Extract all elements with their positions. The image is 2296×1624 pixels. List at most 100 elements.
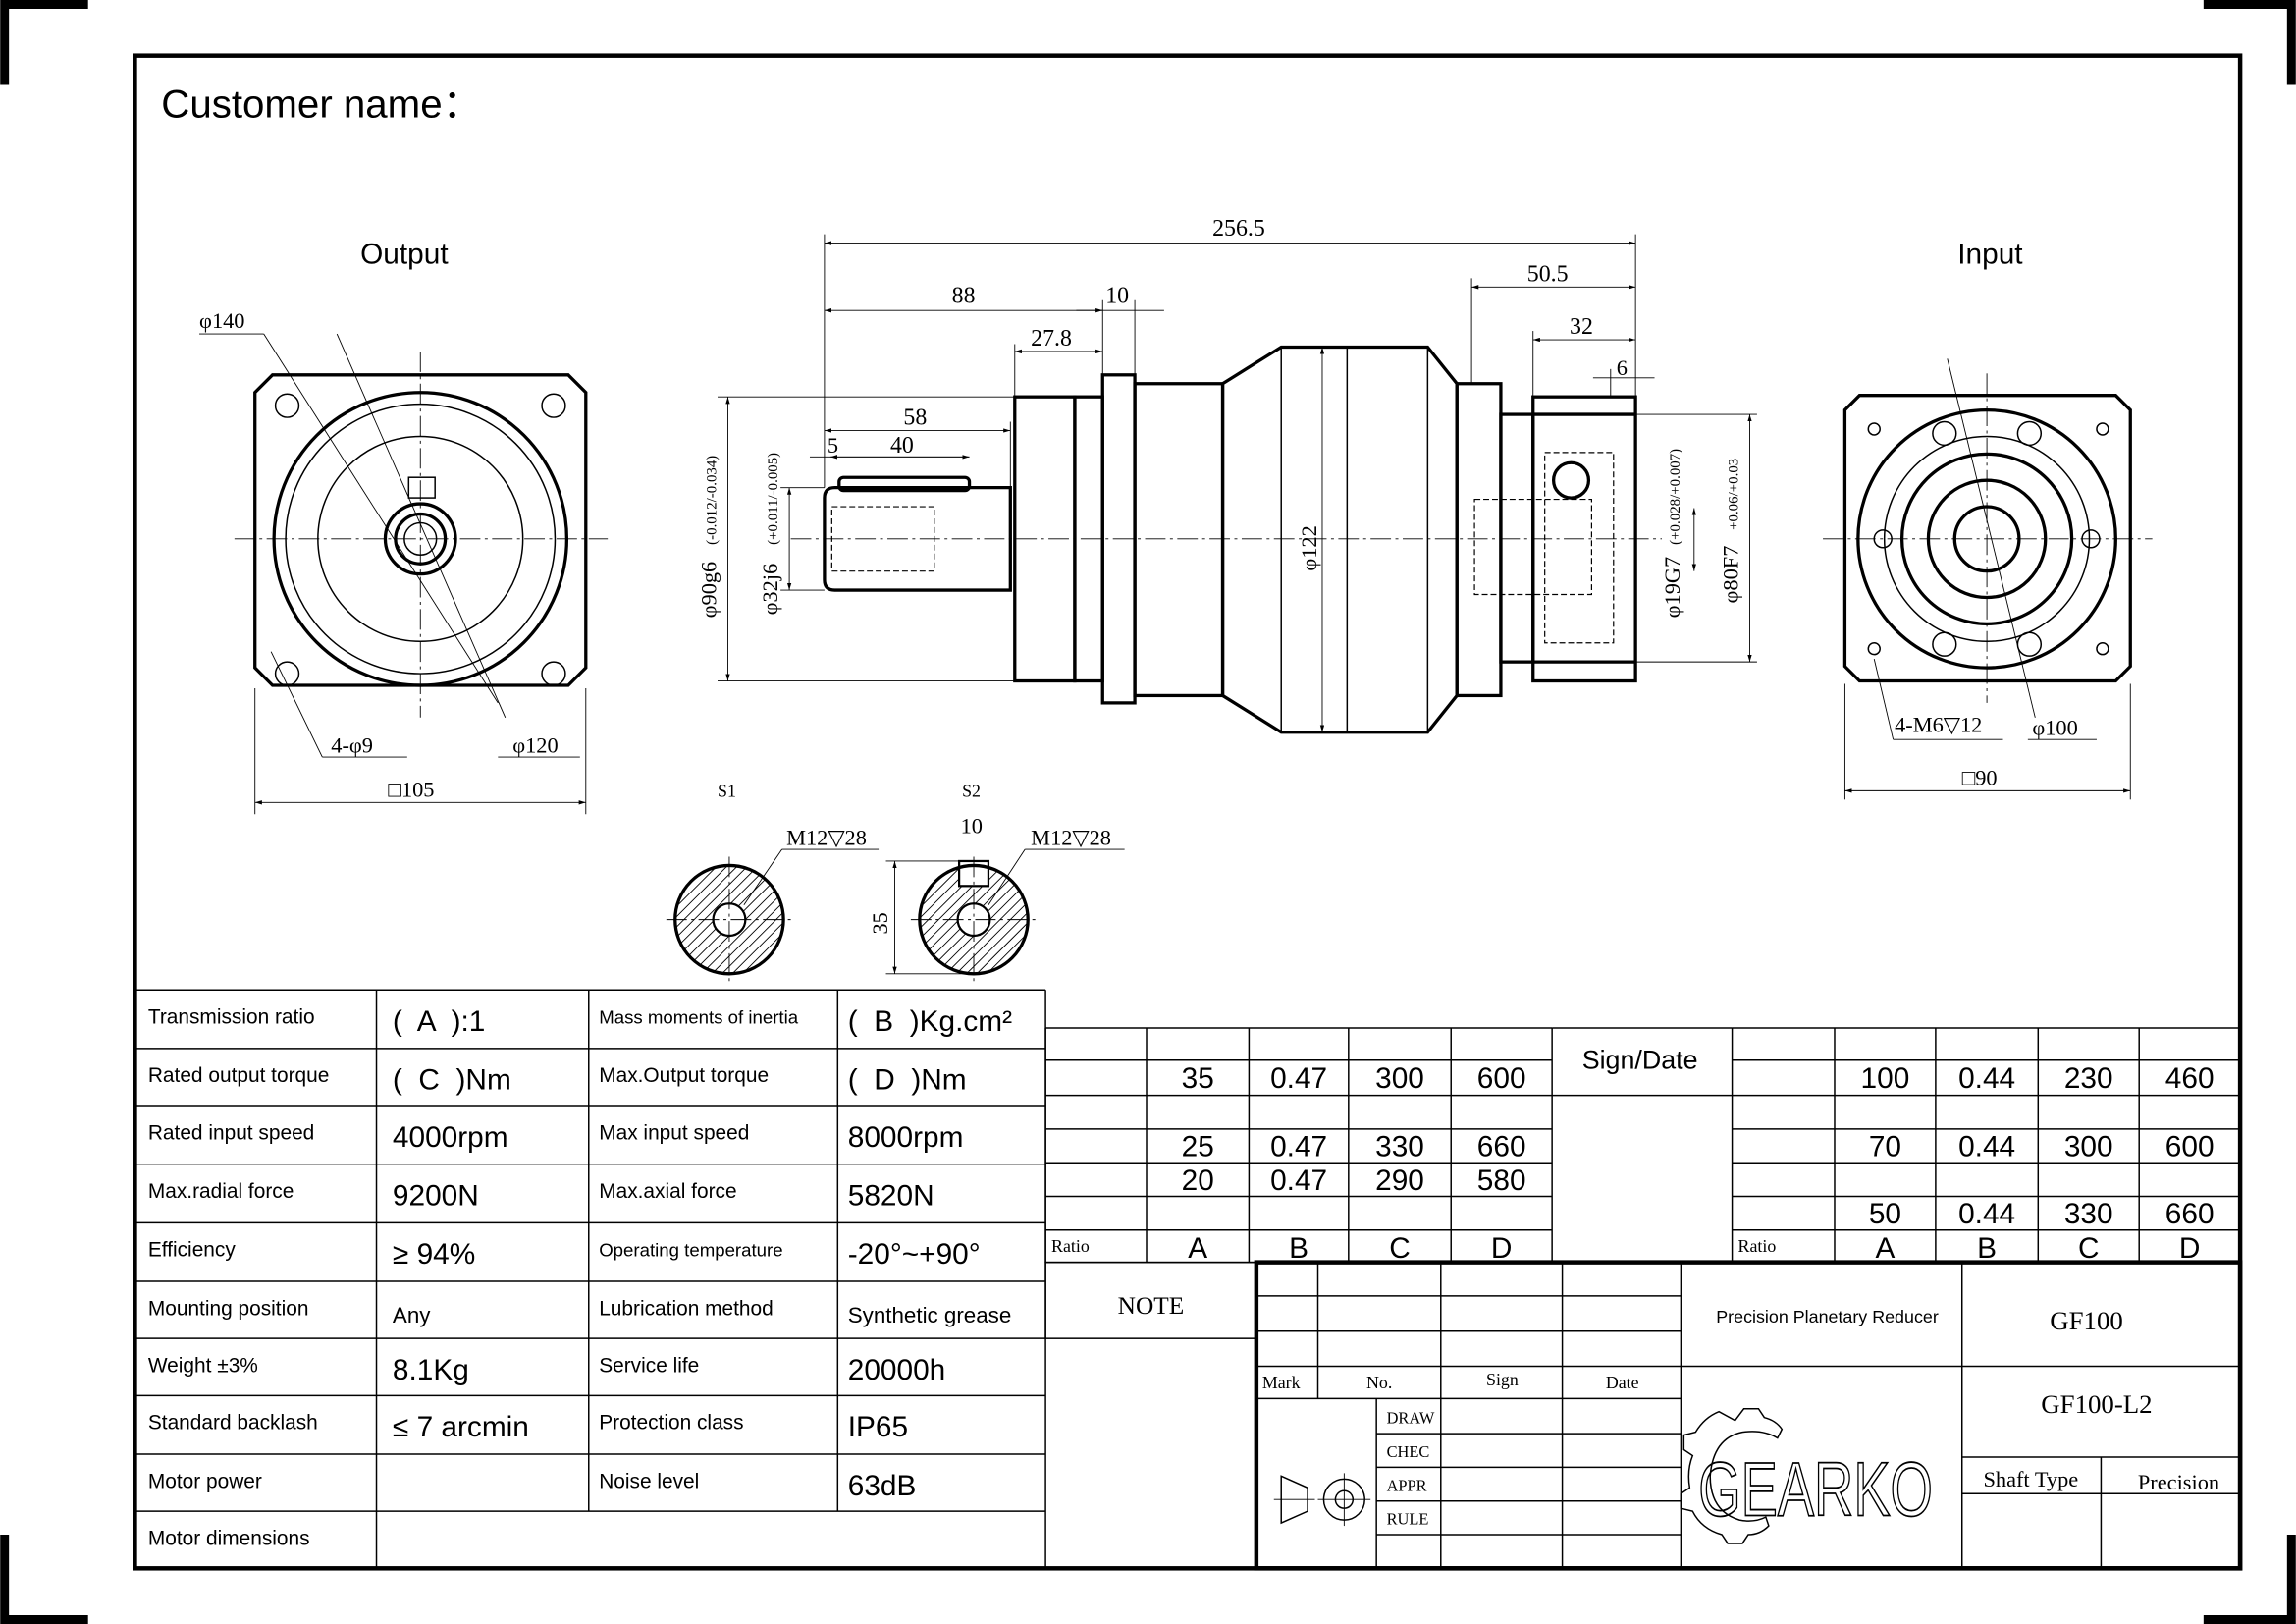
role-rule: RULE: [1387, 1510, 1429, 1529]
spec-label: Efficiency: [148, 1239, 237, 1262]
ratio-cell: 580: [1477, 1164, 1526, 1197]
hatch-line: [674, 865, 682, 974]
hatch-line: [1012, 865, 1029, 974]
projection-symbol-icon: [1273, 1473, 1371, 1527]
spec-value: ≤ 7 arcmin: [393, 1411, 529, 1443]
ratio-cell: 50: [1869, 1198, 1901, 1230]
ratio-cell: 330: [2064, 1198, 2113, 1230]
customer-name-label: Customer name：: [161, 81, 482, 126]
spec-value: ≥ 94%: [393, 1238, 475, 1271]
ratio-column-header: B: [1977, 1232, 1997, 1265]
spec-row: Transmission ratio ( A ):1 Mass moments of…: [148, 1005, 1012, 1038]
dim-50-5: 50.5: [1527, 261, 1569, 287]
gearko-logo: GEARKO: [1680, 1408, 1934, 1544]
spec-value: 8.1Kg: [393, 1354, 469, 1386]
dim-dia-80: φ80F7: [1719, 546, 1743, 604]
ratio-cell: 25: [1182, 1130, 1214, 1163]
ratio-cell: 660: [2165, 1198, 2215, 1230]
spec-row: Weight ±3% 8.1Kg Service life 20000h: [148, 1354, 945, 1386]
ratio-cell: 0.47: [1270, 1062, 1327, 1095]
spec-value: 9200N: [393, 1179, 479, 1212]
ratio-cell: 230: [2064, 1062, 2113, 1095]
title-block: NOTE Mark No. Sign Date DRAW CHEC APPR R…: [1044, 1260, 2243, 1571]
spec-value-2: 8000rpm: [848, 1121, 964, 1154]
hatch-line: [554, 861, 670, 978]
spec-label-2: Noise level: [599, 1470, 699, 1492]
input-pcd-dim: φ100: [2032, 716, 2077, 740]
spec-label: Standard backlash: [148, 1412, 318, 1435]
spec-value-2: Synthetic grease: [848, 1303, 1012, 1327]
spec-label-2: Mass moments of inertia: [599, 1007, 799, 1028]
spec-row: Motor dimensions: [148, 1527, 310, 1549]
ratio-cell: 600: [2165, 1130, 2215, 1163]
section-s1-label: S1: [718, 781, 736, 800]
role-draw: DRAW: [1387, 1409, 1435, 1428]
dim-dia-19-tol: (+0.028/+0.007): [1668, 449, 1683, 545]
spec-value: Any: [393, 1303, 431, 1327]
ratio-column-header: B: [1289, 1232, 1308, 1265]
spec-value-2: 20000h: [848, 1354, 945, 1386]
dim-total-length: 256.5: [1212, 216, 1265, 242]
role-check: CHEC: [1387, 1442, 1430, 1461]
spec-value: ( A ):1: [393, 1005, 485, 1038]
dim-58: 58: [903, 406, 927, 431]
dim-dia-90-tol: (-0.012/-0.034): [705, 456, 721, 545]
hatch-line: [727, 865, 784, 974]
spec-label-2: Lubrication method: [599, 1297, 774, 1320]
output-end-view: φ140 4-φ9 φ120 □105: [199, 308, 609, 815]
section-s1-thread: M12▽28: [786, 826, 867, 850]
spec-label-2: Service life: [599, 1354, 699, 1377]
note-label: NOTE: [1118, 1292, 1185, 1320]
spec-label: Motor dimensions: [148, 1527, 310, 1549]
ratio-cell: 0.47: [1270, 1130, 1327, 1163]
spec-value: ( C )Nm: [393, 1064, 511, 1097]
ratio-cell: 290: [1375, 1164, 1424, 1197]
mark-header: Mark: [1262, 1373, 1301, 1392]
output-outer-dia: φ140: [199, 308, 244, 333]
spec-label: Weight ±3%: [148, 1354, 258, 1377]
section-s2-label: S2: [962, 781, 981, 800]
hatch-line: [674, 865, 733, 974]
spec-row: Mounting position Any Lubrication method Sy…: [148, 1297, 1011, 1326]
ratio-cell: 35: [1182, 1062, 1214, 1095]
ratio-cell: 600: [1477, 1062, 1526, 1095]
dim-6: 6: [1617, 355, 1628, 380]
spec-value-2: 63dB: [848, 1470, 917, 1502]
spec-label: Max.radial force: [148, 1180, 294, 1203]
spec-label: Rated input speed: [148, 1121, 314, 1144]
dim-dia-32: φ32j6: [758, 564, 782, 616]
drawing-frame: [133, 53, 2243, 1571]
ratio-cell: 330: [1375, 1130, 1424, 1163]
spec-label: Mounting position: [148, 1297, 309, 1320]
ratio-label: Ratio: [1738, 1236, 1777, 1256]
spec-label-2: Max.Output torque: [599, 1064, 769, 1087]
product-name: Precision Planetary Reducer: [1716, 1307, 1939, 1326]
ratio-column-header: A: [1188, 1232, 1207, 1265]
spec-value-2: 5820N: [848, 1179, 934, 1212]
dim-dia-90: φ90g6: [697, 562, 721, 619]
spec-label: Transmission ratio: [148, 1006, 315, 1029]
input-end-view: 4-M6▽12 φ100 □90: [1823, 358, 2153, 800]
ratio-cell: 300: [2064, 1130, 2113, 1163]
dim-dia-80-tol: +0.06/+0.03: [1727, 459, 1742, 530]
drawing-number: GF100-L2: [2041, 1389, 2152, 1419]
date-header: Date: [1606, 1373, 1639, 1392]
output-square-dim: □105: [388, 777, 434, 801]
spec-label: Motor power: [148, 1470, 262, 1492]
ratio-cell: 0.44: [1958, 1062, 2015, 1095]
sign-header: Sign: [1486, 1370, 1519, 1389]
ratio-column-header: D: [1491, 1232, 1513, 1265]
ratio-cell: 100: [1861, 1062, 1910, 1095]
hatch-line: [674, 865, 722, 974]
input-holes-dim: 4-M6▽12: [1895, 713, 1982, 737]
dim-40: 40: [890, 433, 914, 459]
